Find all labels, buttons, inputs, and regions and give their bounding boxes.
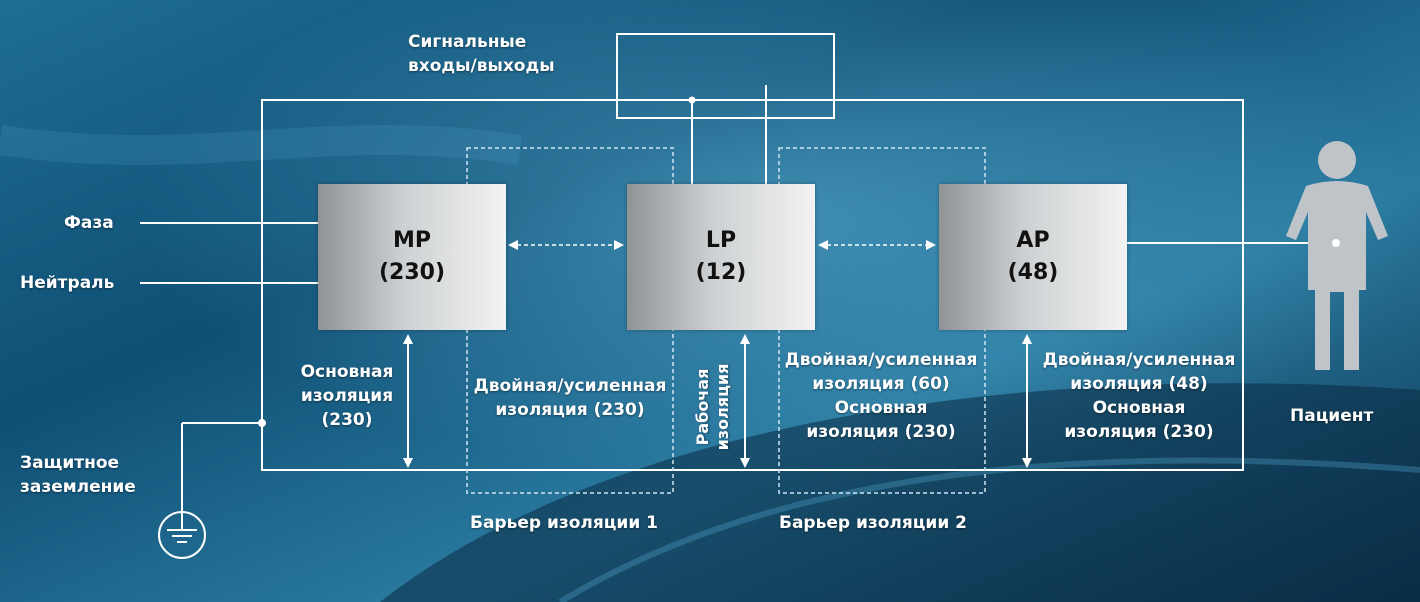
basic-mp-line2: изоляция — [300, 386, 394, 406]
block-ap-name: AP — [1016, 228, 1050, 253]
double-insulation-230-label: Двойная/усиленная изоляция (230) — [470, 374, 670, 422]
patient-label: Пациент — [1290, 406, 1374, 426]
block-mp: MP (230) — [318, 184, 506, 330]
signal-io-box — [616, 33, 835, 119]
double-insulation-60-label: Двойная/усиленная изоляция (60) Основная… — [780, 348, 982, 444]
double-230-line1: Двойная/усиленная — [473, 376, 667, 396]
block-ap-value: (48) — [1007, 260, 1059, 285]
block-lp-name: LP — [705, 228, 737, 253]
working-line1: Рабочая — [693, 368, 712, 446]
barrier-1-label: Барьер изоляции 1 — [470, 513, 658, 533]
phase-label: Фаза — [64, 213, 114, 233]
double-48-line1: Двойная/усиленная — [1042, 350, 1236, 370]
block-lp: LP (12) — [627, 184, 815, 330]
working-insulation-label: Рабочая изоляция — [693, 362, 737, 452]
double-60-line3: Основная — [834, 398, 928, 418]
basic-insulation-mp-label: Основная изоляция (230) — [292, 360, 402, 432]
double-60-line2: изоляция (60) — [812, 374, 950, 394]
protective-earth-line2: заземление — [20, 477, 136, 497]
double-48-line4: изоляция (230) — [1064, 422, 1214, 442]
double-48-line3: Основная — [1092, 398, 1186, 418]
block-mp-name: MP — [392, 228, 432, 253]
block-ap: AP (48) — [939, 184, 1127, 330]
signal-io-label-line2: входы/выходы — [408, 56, 555, 76]
double-60-line4: изоляция (230) — [806, 422, 956, 442]
signal-io-label: Сигнальные входы/выходы — [408, 30, 555, 78]
double-60-line1: Двойная/усиленная — [784, 350, 978, 370]
block-lp-value: (12) — [695, 260, 747, 285]
neutral-label: Нейтраль — [20, 273, 115, 293]
double-48-line2: изоляция (48) — [1070, 374, 1208, 394]
signal-io-label-line1: Сигнальные — [408, 32, 527, 52]
device-enclosure — [261, 99, 1244, 471]
basic-mp-line1: Основная — [300, 362, 394, 382]
barrier-2-label: Барьер изоляции 2 — [779, 513, 967, 533]
double-230-line2: изоляция (230) — [495, 400, 645, 420]
block-mp-value: (230) — [378, 260, 446, 285]
basic-mp-line3: (230) — [321, 410, 373, 430]
protective-earth-line1: Защитное — [20, 453, 120, 473]
working-line2: изоляция — [713, 363, 732, 451]
protective-earth-label: Защитное заземление — [20, 451, 136, 499]
patient-icon — [1286, 141, 1388, 370]
double-insulation-48-label: Двойная/усиленная изоляция (48) Основная… — [1038, 348, 1240, 444]
